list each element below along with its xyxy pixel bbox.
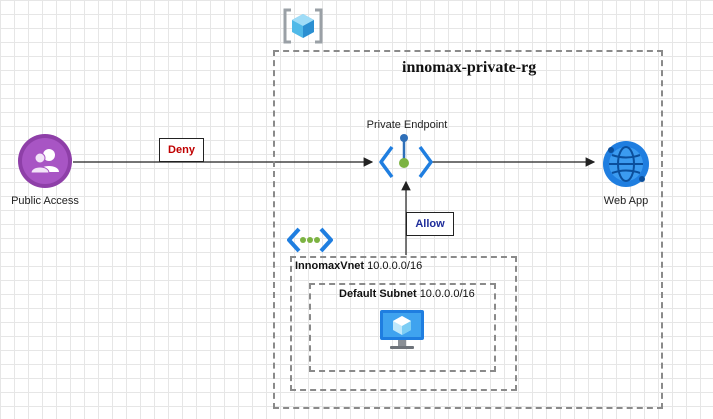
resource-group-title: innomax-private-rg [402,59,537,76]
vnet-title: InnomaxVnet 10.0.0.0/16 [295,260,422,272]
virtual-machine-node[interactable] [378,308,426,352]
virtual-network-icon [287,226,333,254]
subnet-name: Default Subnet [339,288,417,300]
users-group-icon [18,134,72,188]
resource-group-container [273,50,663,409]
vnet-name: InnomaxVnet [295,260,365,272]
allow-label: Allow [406,212,454,236]
private-endpoint-icon [379,134,433,179]
resource-group-icon [283,8,323,44]
web-app-globe-icon [603,141,649,187]
subnet-cidr: 10.0.0.0/16 [419,288,475,300]
private-endpoint-node[interactable] [378,133,434,181]
virtual-machine-icon [380,310,424,349]
subnet-title: Default Subnet 10.0.0.0/16 [339,288,475,300]
public-access-node[interactable] [17,133,73,189]
public-access-label: Public Access [11,195,79,207]
deny-label: Deny [159,138,204,162]
web-app-label: Web App [603,195,649,207]
subnet-container [309,283,496,372]
web-app-node[interactable] [601,139,651,189]
vnet-container [290,256,517,391]
vnet-cidr: 10.0.0.0/16 [367,260,423,272]
private-endpoint-label: Private Endpoint [366,119,448,131]
